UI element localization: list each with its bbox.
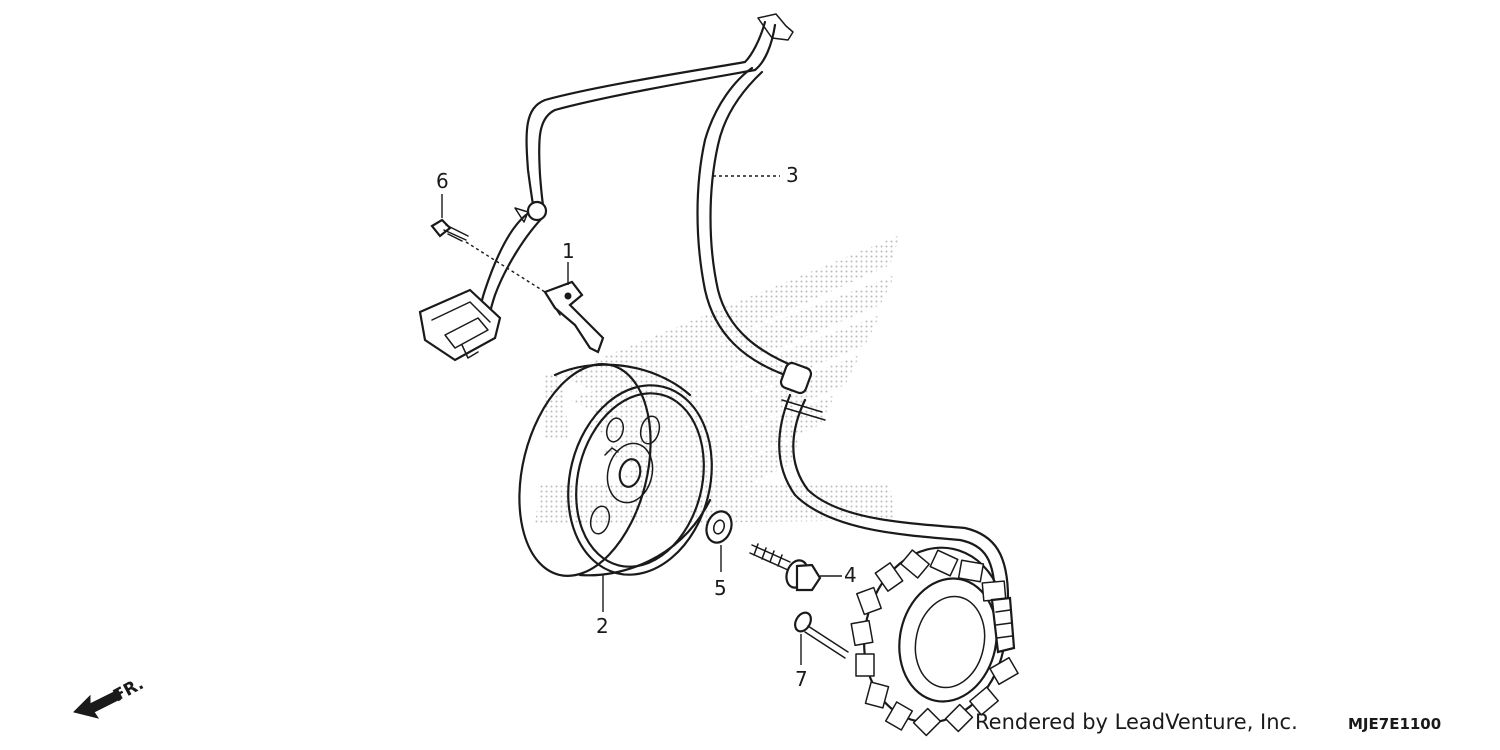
washer-part-5 bbox=[705, 510, 733, 544]
callout-4: 4 bbox=[844, 563, 857, 587]
render-credit: Rendered by LeadVenture, Inc. bbox=[975, 710, 1298, 734]
flywheel-rotor bbox=[518, 363, 713, 577]
callout-5: 5 bbox=[714, 576, 727, 600]
stator-coil bbox=[850, 546, 1019, 737]
stator-bolt-part-7 bbox=[794, 611, 849, 659]
callout-3: 3 bbox=[786, 163, 799, 187]
bolt-part-6 bbox=[430, 218, 546, 293]
sensor-connector bbox=[418, 288, 502, 362]
callout-6: 6 bbox=[436, 169, 449, 193]
pulse-generator-part bbox=[543, 280, 605, 354]
diagram-code: MJE7E1100 bbox=[1348, 715, 1442, 733]
callout-1: 1 bbox=[562, 239, 575, 263]
leader-lines bbox=[441, 175, 842, 665]
honda-wing-logo-icon bbox=[535, 235, 900, 525]
front-direction-arrow-icon: FR. bbox=[73, 674, 147, 719]
callout-7: 7 bbox=[795, 667, 808, 691]
callout-2: 2 bbox=[596, 614, 609, 638]
flange-bolt-part-4 bbox=[749, 543, 822, 592]
